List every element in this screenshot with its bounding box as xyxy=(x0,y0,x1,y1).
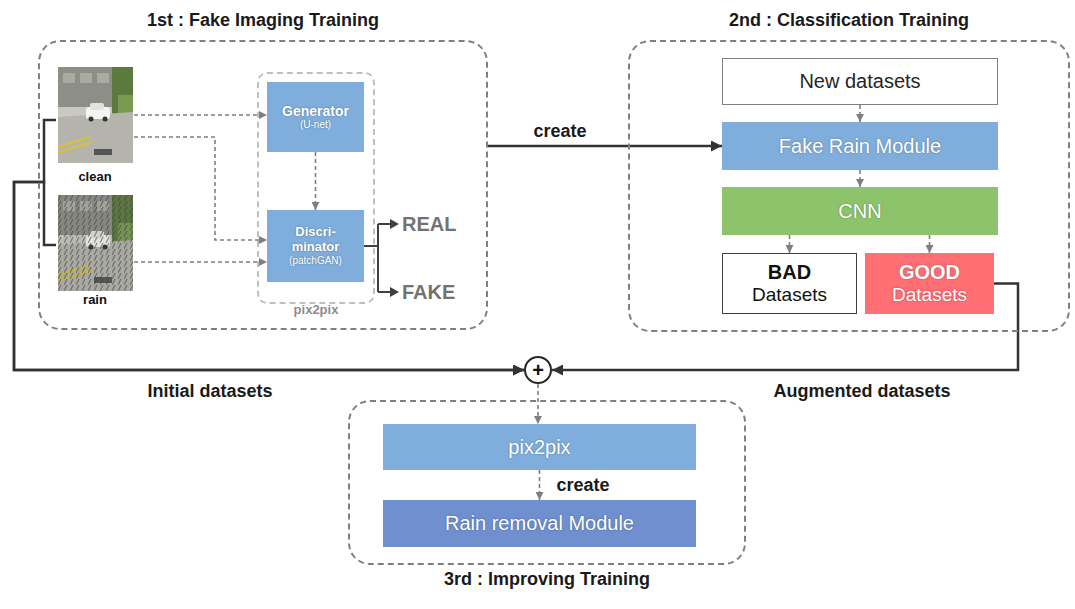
flow-arrow xyxy=(488,145,722,148)
flow-arrow xyxy=(14,120,524,370)
box-text: Datasets xyxy=(752,284,827,306)
image-caption: clean xyxy=(56,170,134,185)
clean-photo xyxy=(58,67,133,163)
edge-label: Augmented datasets xyxy=(773,381,950,402)
flow-arrow xyxy=(859,170,861,187)
model-name: pix2pix xyxy=(249,303,383,318)
sum-symbol: + xyxy=(532,360,544,380)
flow-arrow xyxy=(134,261,267,263)
flow-arrow xyxy=(552,284,1018,371)
image-caption: rain xyxy=(56,293,134,308)
box-text: pix2pix xyxy=(508,436,570,459)
stage-heading: 1st : Fake Imaging Training xyxy=(40,10,486,31)
flow-arrow xyxy=(929,235,931,253)
real-fake-bracket xyxy=(364,245,378,247)
process-box: BADDatasets xyxy=(722,253,857,314)
box-text: New datasets xyxy=(799,70,920,93)
box-text: Fake Rain Module xyxy=(779,135,941,158)
sample-image: clean xyxy=(56,67,134,185)
rain-photo xyxy=(58,195,133,291)
real-fake-bracket xyxy=(377,224,379,292)
process-box: Rain removal Module xyxy=(383,500,696,547)
flow-arrow xyxy=(134,114,267,116)
process-box: Discri- minator(patchGAN) xyxy=(267,210,364,282)
box-text: (U-net) xyxy=(300,119,331,131)
clean-photo xyxy=(58,67,133,163)
box-text: (patchGAN) xyxy=(289,255,342,267)
box-text: BAD xyxy=(768,261,811,284)
rain-photo xyxy=(58,195,133,291)
process-box: GOODDatasets xyxy=(865,253,994,314)
edge-label: Initial datasets xyxy=(147,381,272,402)
output-label: FAKE xyxy=(402,281,455,304)
real-fake-bracket xyxy=(378,223,392,225)
real-fake-bracket xyxy=(364,219,399,297)
rain-photo xyxy=(58,195,133,291)
output-label: REAL xyxy=(402,213,456,236)
stage-heading: 2nd : Classification Training xyxy=(630,10,1068,31)
flow-arrow xyxy=(859,105,861,122)
box-text: Discri- minator xyxy=(273,225,358,255)
real-fake-bracket xyxy=(390,219,399,229)
stage-group: 2nd : Classification TrainingNew dataset… xyxy=(628,40,1070,332)
box-text: GOOD xyxy=(899,261,960,284)
sum-circle: + xyxy=(524,356,552,384)
box-text: Rain removal Module xyxy=(445,512,634,535)
flow-arrow xyxy=(789,235,791,253)
flow-arrow xyxy=(315,152,317,210)
stage-heading: 3rd : Improving Training xyxy=(350,569,744,590)
stage-group: 3rd : Improving Trainingpix2pixRain remo… xyxy=(348,400,746,565)
process-box: pix2pix xyxy=(383,424,696,470)
box-text: Generator xyxy=(282,103,349,119)
box-text: CNN xyxy=(838,200,881,223)
sample-image: rain xyxy=(56,195,134,308)
process-box: New datasets xyxy=(722,58,998,105)
process-box: CNN xyxy=(722,187,998,235)
real-fake-bracket xyxy=(378,291,392,293)
flow-arrow xyxy=(14,182,524,370)
model-group: pix2pixGenerator(U-net)Discri- minator(p… xyxy=(257,72,375,304)
flow-arrow xyxy=(134,137,267,240)
edge-label: create xyxy=(556,475,609,496)
edge-label: create xyxy=(533,121,586,142)
process-box: Generator(U-net) xyxy=(267,82,364,152)
flow-arrow xyxy=(539,470,541,500)
process-box: Fake Rain Module xyxy=(722,122,998,170)
real-fake-bracket xyxy=(390,287,399,297)
rain-photo xyxy=(58,195,133,291)
flow-arrow xyxy=(537,384,539,424)
box-text: Datasets xyxy=(892,284,967,306)
